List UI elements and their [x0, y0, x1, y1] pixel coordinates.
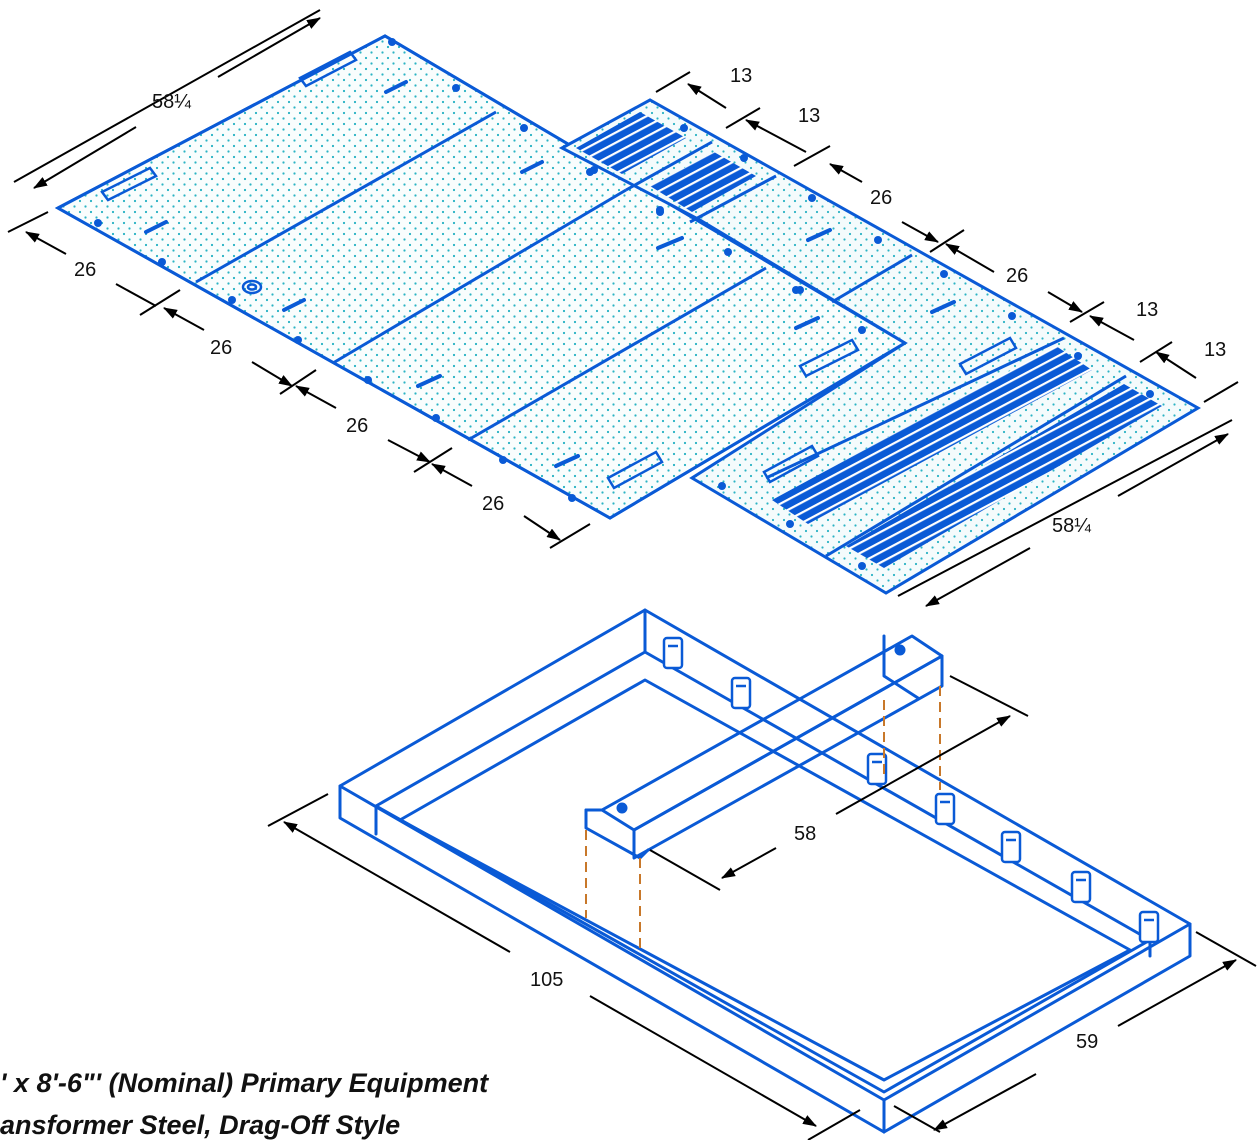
vent-grating: [576, 112, 686, 174]
dim-frame-length: 105: [530, 969, 563, 991]
rail-clip: [662, 636, 684, 670]
dim-right-2: 13: [798, 105, 820, 127]
right-cover-plates: [558, 98, 1201, 595]
plate-slot: [806, 228, 956, 314]
vent-grating: [650, 152, 756, 212]
rail-clips: [662, 636, 1160, 944]
dim-frame-width: 59: [1076, 1031, 1098, 1053]
left-cover-plates: [54, 34, 908, 520]
rail-clip: [1138, 910, 1160, 944]
lift-ring: [241, 279, 263, 295]
dim-bottom-left-2: 26: [210, 337, 232, 359]
dim-right-1: 13: [730, 65, 752, 87]
plate-notch: [586, 124, 1154, 570]
dim-right-4: 26: [1006, 265, 1028, 287]
dim-beam-span: 58: [794, 823, 816, 845]
cross-beam: [584, 634, 944, 860]
guide-lines: [585, 686, 941, 950]
vent-grating: [772, 346, 1092, 524]
dim-right-6: 13: [1204, 339, 1226, 361]
vent-grating: [846, 384, 1162, 568]
rail-clip: [1000, 830, 1022, 864]
dim-bottom-left-3: 26: [346, 415, 368, 437]
rail-clip: [730, 676, 752, 710]
dim-bottom-left-4: 26: [482, 493, 504, 515]
base-frame: [338, 608, 1192, 1134]
plate-handle: [762, 336, 1018, 484]
plate-handle: [100, 50, 860, 490]
plate-slot: [144, 80, 820, 468]
dim-right-5: 13: [1136, 299, 1158, 321]
caption-line-2: ansformer Steel, Drag-Off Style: [0, 1110, 400, 1140]
rail-clip: [934, 792, 956, 826]
dim-top-left-width: 58¼: [152, 91, 191, 113]
rail-clip: [1070, 870, 1092, 904]
caption-line-1: ' x 8'-6"' (Nominal) Primary Equipment: [0, 1068, 489, 1098]
dim-bottom-left-1: 26: [74, 259, 96, 281]
dim-right-3: 26: [870, 187, 892, 209]
dimension-lines: [7, 9, 1257, 1140]
dim-bottom-right-width: 58¼: [1052, 515, 1091, 537]
rail-clip: [866, 752, 888, 786]
